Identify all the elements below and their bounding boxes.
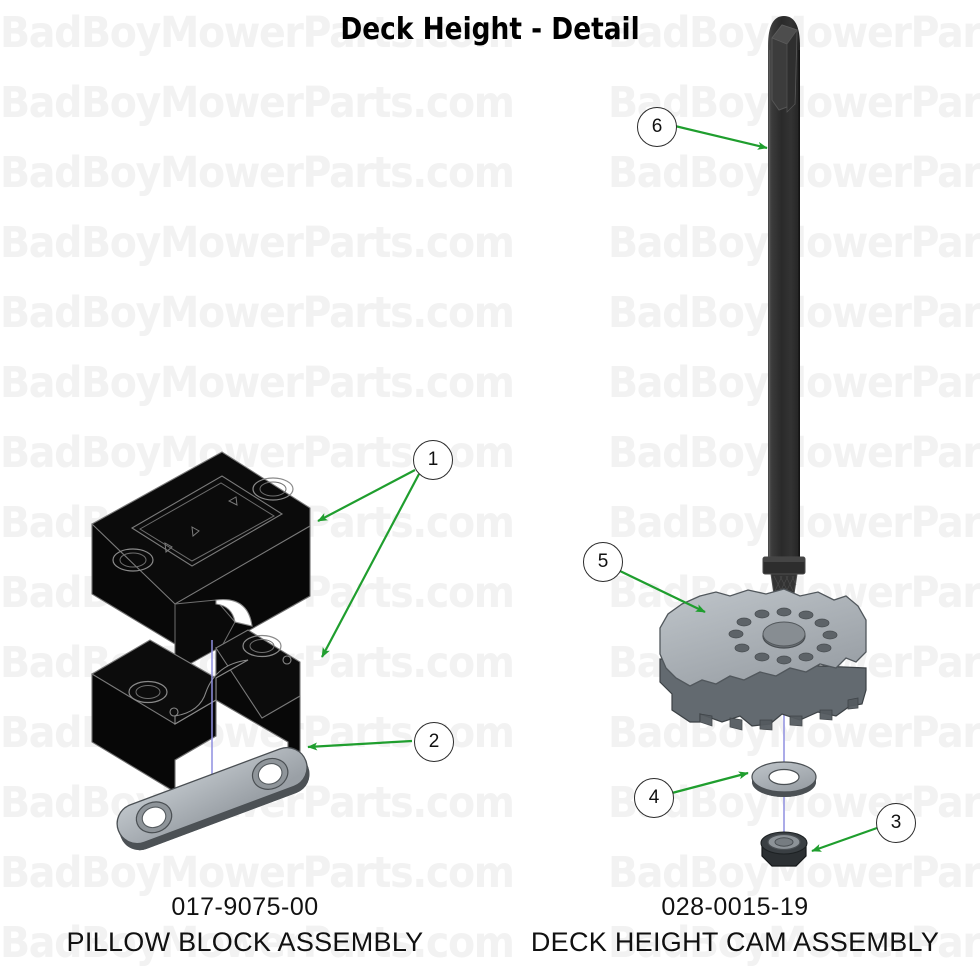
callout-balloon-1[interactable]: 1 — [413, 440, 453, 480]
callout-balloon-2[interactable]: 2 — [414, 722, 454, 762]
callout-balloon-4[interactable]: 4 — [634, 778, 674, 818]
caption-pillow-block: 017-9075-00 PILLOW BLOCK ASSEMBLY — [0, 893, 490, 958]
page-title: Deck Height - Detail — [340, 12, 640, 47]
part-height-adjust-rod — [762, 16, 806, 604]
leader-line-4 — [671, 771, 749, 795]
part-hex-lock-nut — [760, 831, 808, 867]
part-pillow-block-upper — [91, 451, 311, 673]
part-strap-plate — [116, 746, 310, 851]
callout-balloon-6[interactable]: 6 — [637, 107, 677, 147]
leader-line-2 — [307, 739, 413, 751]
part-number-deck-height-cam: 028-0015-19 — [661, 893, 809, 921]
assembly-name-pillow-block: PILLOW BLOCK ASSEMBLY — [66, 927, 424, 957]
part-pillow-block-lower — [90, 629, 301, 793]
leader-lines — [307, 124, 878, 853]
part-flat-washer — [751, 761, 817, 797]
caption-deck-height-cam: 028-0015-19 DECK HEIGHT CAM ASSEMBLY — [490, 893, 980, 958]
assembly-name-deck-height-cam: DECK HEIGHT CAM ASSEMBLY — [530, 927, 940, 957]
leader-line-6 — [674, 124, 768, 150]
part-cam-disc — [659, 588, 867, 731]
leader-line-5 — [619, 570, 706, 613]
part-number-pillow-block: 017-9075-00 — [171, 893, 319, 921]
leader-line-1b — [321, 473, 420, 658]
callout-balloon-5[interactable]: 5 — [583, 542, 623, 582]
leader-line-3 — [811, 826, 878, 853]
callout-balloon-3[interactable]: 3 — [876, 803, 916, 843]
leader-line-1a — [317, 469, 416, 522]
